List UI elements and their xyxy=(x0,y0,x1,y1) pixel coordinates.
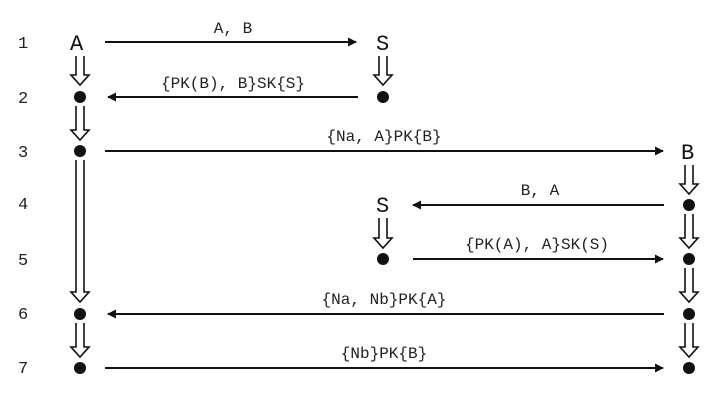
step-number: 1 xyxy=(18,35,28,54)
step-number: 5 xyxy=(18,252,28,271)
step-number: 4 xyxy=(18,196,28,215)
message-arrows xyxy=(105,37,664,373)
message-label: {Nb}PK{B} xyxy=(341,345,427,363)
transition-arrow xyxy=(678,323,700,359)
message-label: {PK(B), B}SK{S} xyxy=(161,75,305,93)
state-dot xyxy=(377,253,389,265)
state-dot xyxy=(74,308,86,320)
step-number: 7 xyxy=(18,360,28,379)
state-dot xyxy=(683,253,695,265)
transition-arrow xyxy=(372,56,394,87)
message-label: B, A xyxy=(521,182,560,200)
state-dot xyxy=(74,145,86,157)
state-transitions xyxy=(69,56,700,359)
message-label: {PK(A), A}SK(S) xyxy=(465,236,609,254)
party-s-label: S xyxy=(376,194,389,219)
transition-arrow xyxy=(678,214,700,250)
step-number: 6 xyxy=(18,306,28,325)
state-dot xyxy=(74,91,86,103)
state-dot xyxy=(683,362,695,374)
message-labels: A, B {PK(B), B}SK{S} {Na, A}PK{B} B, A {… xyxy=(161,20,609,363)
transition-arrow xyxy=(69,56,91,87)
state-dot xyxy=(74,362,86,374)
party-a-label: A xyxy=(70,32,84,57)
step-number: 3 xyxy=(18,144,28,163)
state-dot xyxy=(377,91,389,103)
transition-arrow xyxy=(678,165,700,196)
transition-arrow xyxy=(372,218,394,250)
state-dot xyxy=(683,308,695,320)
state-dot xyxy=(683,199,695,211)
message-label: {Na, Nb}PK{A} xyxy=(322,291,447,309)
step-numbers: 1 2 3 4 5 6 7 xyxy=(18,35,28,379)
transition-arrow xyxy=(69,323,91,359)
party-s-label: S xyxy=(376,32,389,57)
state-dots xyxy=(74,91,695,374)
message-label: {Na, A}PK{B} xyxy=(326,128,441,146)
party-b-label: B xyxy=(681,141,694,166)
message-label: A, B xyxy=(214,20,252,38)
step-number: 2 xyxy=(18,90,28,109)
transition-arrow xyxy=(69,160,91,304)
transition-arrow xyxy=(69,106,91,142)
transition-arrow xyxy=(678,268,700,304)
